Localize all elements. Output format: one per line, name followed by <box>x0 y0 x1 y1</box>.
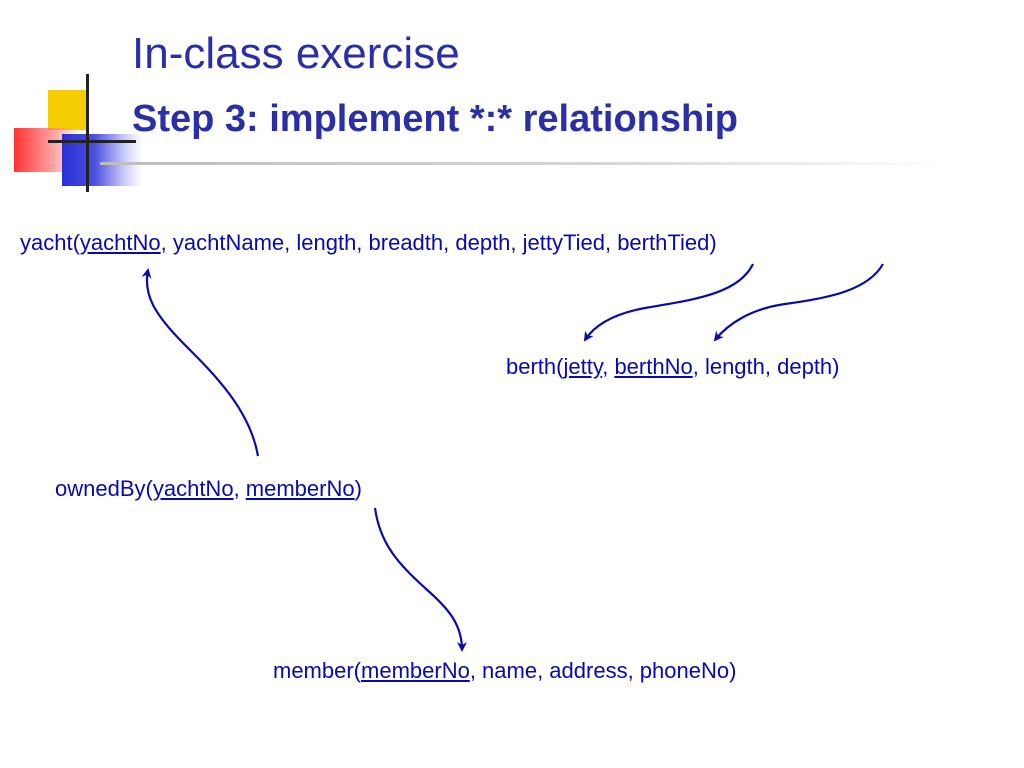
primary-key-memberno: memberNo <box>245 476 355 501</box>
arrow-ownedby-memberno-to-member <box>373 507 467 652</box>
arrow-ownedby-yachtno-to-yacht <box>141 268 260 457</box>
relation-ownedby: ownedBy(yachtNo, memberNo) <box>55 476 362 502</box>
relation-attributes: , name, address, phoneNo) <box>469 658 737 683</box>
relation-name: yacht( <box>20 230 80 255</box>
decor-yellow-square <box>48 90 88 130</box>
decor-vertical-line <box>86 74 89 192</box>
relation-attributes: , yachtName, length, breadth, depth, jet… <box>160 230 717 255</box>
title-divider <box>100 162 950 165</box>
slide-subtitle: Step 3: implement *:* relationship <box>132 98 738 140</box>
decor-horizontal-line <box>48 140 136 143</box>
relation-name: member( <box>273 658 362 683</box>
relation-member: member(memberNo, name, address, phoneNo) <box>273 658 736 684</box>
relation-attributes: , length, depth) <box>692 354 840 379</box>
relation-name: ownedBy( <box>55 476 153 501</box>
relation-yacht: yacht(yachtNo, yachtName, length, breadt… <box>20 230 717 256</box>
relation-berth: berth(jetty, berthNo, length, depth) <box>506 354 840 380</box>
primary-key-berthno: berthNo <box>614 354 693 379</box>
closing-paren: ) <box>354 476 362 501</box>
primary-key-yachtno: yachtNo <box>79 230 161 255</box>
separator: , <box>602 354 615 379</box>
arrow-berthtied-to-berthno <box>713 263 884 342</box>
primary-key-memberno: memberNo <box>361 658 470 683</box>
arrow-jettytied-to-jetty <box>583 263 754 342</box>
relation-name: berth( <box>506 354 564 379</box>
primary-key-jetty: jetty <box>563 354 603 379</box>
primary-key-yachtno: yachtNo <box>152 476 234 501</box>
slide-title: In-class exercise <box>132 29 460 78</box>
separator: , <box>233 476 246 501</box>
